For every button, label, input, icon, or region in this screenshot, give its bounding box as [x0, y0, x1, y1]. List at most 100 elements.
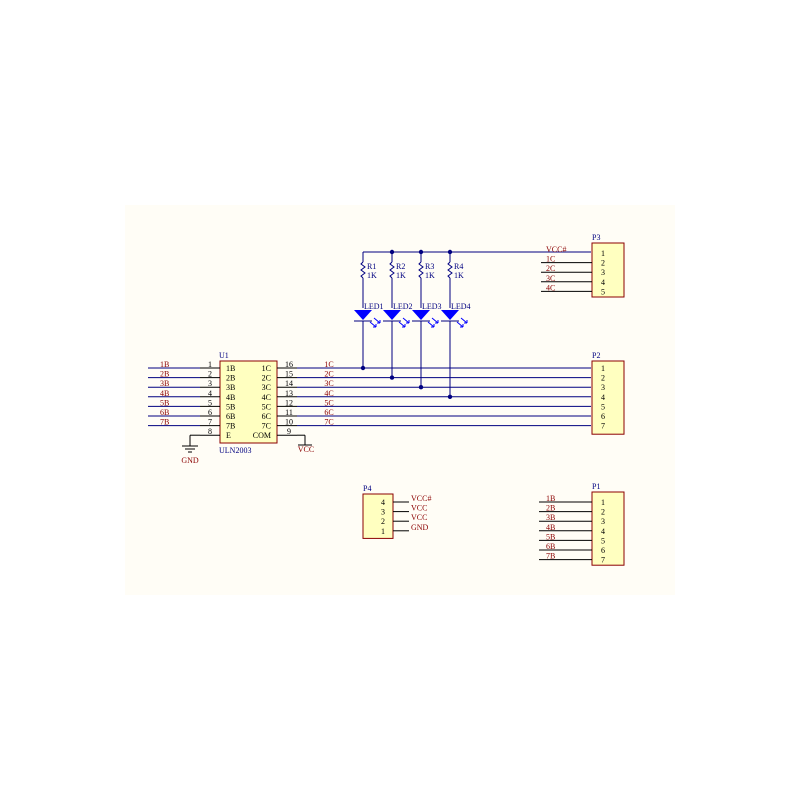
- led-emission-arrows: [456, 317, 468, 328]
- resistor-value: 1K: [425, 271, 435, 280]
- led-symbol: [383, 310, 401, 320]
- u1-body: [219, 360, 278, 444]
- p2-pin-number: 5: [601, 402, 605, 411]
- net-label: 2B: [546, 504, 555, 513]
- u1-comment: ULN2003: [219, 446, 251, 455]
- p3-body: [591, 242, 625, 298]
- u1-pin-number: 8: [208, 427, 212, 436]
- u1-pin-name: 6B: [226, 412, 235, 421]
- net-label: 4C: [546, 283, 555, 292]
- gnd-label: GND: [181, 456, 199, 465]
- junction-dot: [447, 394, 453, 399]
- p2-pin-number: 7: [601, 422, 605, 431]
- p3-pin-number: 3: [601, 268, 605, 277]
- net-label: 3C: [546, 274, 555, 283]
- p2-pin-number: 1: [601, 364, 605, 373]
- u1-pin-name: E: [226, 431, 231, 440]
- net-label: 2B: [160, 370, 169, 379]
- p1-pin-number: 5: [601, 536, 605, 545]
- vcc-label: VCC: [298, 445, 314, 454]
- net-label: 7B: [160, 418, 169, 427]
- net-label: 6B: [160, 408, 169, 417]
- p3-pin-number: 4: [601, 278, 605, 287]
- p1-pin-number: 4: [601, 527, 605, 536]
- junction-dot: [389, 375, 395, 380]
- net-label: 3B: [160, 379, 169, 388]
- net-label: 1C: [546, 255, 555, 264]
- net-label: 5B: [160, 398, 169, 407]
- net-label: 3B: [546, 513, 555, 522]
- p4-pin-number: 4: [381, 498, 385, 507]
- u1-pin-name: 3B: [226, 383, 235, 392]
- resistor-designator: R1: [367, 262, 376, 271]
- p3-designator: P3: [592, 233, 600, 242]
- p1-designator: P1: [592, 482, 600, 491]
- net-label: VCC: [411, 513, 427, 522]
- u1-pin-name: 4C: [262, 393, 271, 402]
- p1-pin-number: 6: [601, 546, 605, 555]
- net-label: 6B: [546, 542, 555, 551]
- net-label: 6C: [324, 408, 333, 417]
- p1-pin-number: 2: [601, 508, 605, 517]
- led-symbol: [441, 310, 459, 320]
- net-label: 7C: [324, 418, 333, 427]
- net-label: VCC#: [411, 494, 431, 503]
- u1-pin-number: 7: [208, 418, 212, 427]
- u1-pin-name: 6C: [262, 412, 271, 421]
- u1-pin-number: 2: [208, 370, 212, 379]
- led-emission-arrows: [398, 317, 410, 328]
- u1-designator: U1: [219, 351, 229, 360]
- sheet-background: [125, 205, 675, 595]
- u1-pin-name: 5B: [226, 402, 235, 411]
- p3-pin-number: 1: [601, 249, 605, 258]
- p1-pin-number: 1: [601, 498, 605, 507]
- led-designator: LED4: [451, 302, 471, 311]
- resistor-designator: R2: [396, 262, 405, 271]
- p2-body: [591, 360, 625, 435]
- u1-pin-name: 5C: [262, 402, 271, 411]
- u1-pin-number: 10: [285, 418, 293, 427]
- net-label: 1B: [546, 494, 555, 503]
- resistor-designator: R4: [454, 262, 463, 271]
- p1-pin-number: 7: [601, 556, 605, 565]
- resistor-symbol: [447, 261, 453, 279]
- u1-pin-number: 16: [285, 360, 293, 369]
- led-designator: LED1: [364, 302, 384, 311]
- led-designator: LED2: [393, 302, 413, 311]
- p2-pin-number: 6: [601, 412, 605, 421]
- u1-pin-number: 6: [208, 408, 212, 417]
- p4-body: [362, 493, 394, 539]
- p1-pin-number: 3: [601, 517, 605, 526]
- p2-pin-number: 2: [601, 374, 605, 383]
- resistor-designator: R3: [425, 262, 434, 271]
- p3-pin-number: 5: [601, 287, 605, 296]
- net-label: GND: [411, 523, 429, 532]
- u1-pin-name: 1C: [262, 364, 271, 373]
- net-label: VCC: [411, 504, 427, 513]
- u1-pin-name: 7B: [226, 422, 235, 431]
- p4-designator: P4: [363, 484, 371, 493]
- led-designator: LED3: [422, 302, 442, 311]
- u1-pin-number: 13: [285, 389, 293, 398]
- u1-pin-number: 14: [285, 379, 293, 388]
- resistor-symbol: [360, 261, 366, 279]
- u1-pin-name: 1B: [226, 364, 235, 373]
- u1-pin-name: COM: [253, 431, 271, 440]
- led-symbol: [354, 310, 372, 320]
- u1-pin-name: 4B: [226, 393, 235, 402]
- resistor-value: 1K: [367, 271, 377, 280]
- p4-pin-number: 3: [381, 508, 385, 517]
- u1-pin-name: 3C: [262, 383, 271, 392]
- net-label: 5C: [324, 398, 333, 407]
- net-label: 7B: [546, 552, 555, 561]
- u1-pin-number: 12: [285, 398, 293, 407]
- u1-pin-name: 7C: [262, 422, 271, 431]
- junction-dot: [418, 385, 424, 390]
- net-label: 1C: [324, 360, 333, 369]
- u1-pin-number: 3: [208, 379, 212, 388]
- resistor-value: 1K: [454, 271, 464, 280]
- p1-body: [591, 491, 625, 566]
- resistor-value: 1K: [396, 271, 406, 280]
